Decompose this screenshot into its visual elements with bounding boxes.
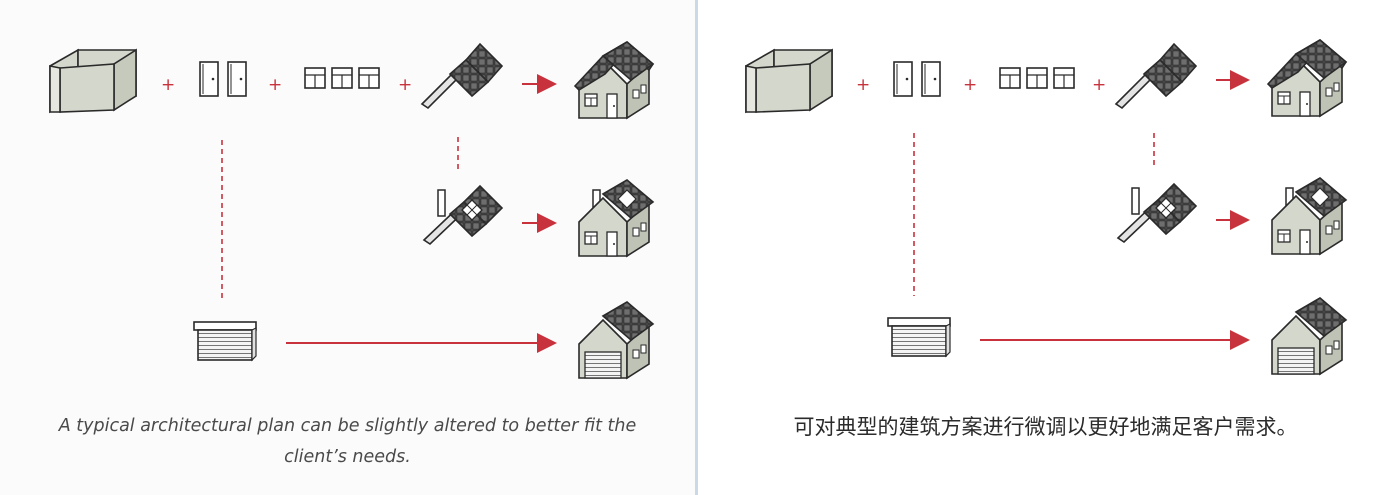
doors-icon (893, 61, 941, 97)
plus-sign: + (268, 75, 282, 95)
plus-sign: + (963, 75, 977, 95)
walls-icon (49, 49, 137, 113)
walls-icon (745, 49, 833, 113)
roof-icon (1115, 43, 1197, 109)
windows-icon (304, 67, 380, 89)
architectural-plan-diagram: + + + (745, 39, 1347, 375)
caption: 可对典型的建筑方案进行微调以更好地满足客户需求。 (793, 415, 1298, 439)
roof-icon (421, 43, 503, 109)
plus-sign: + (398, 75, 412, 95)
house-with-garage-icon (578, 301, 654, 379)
windows-icon (999, 67, 1075, 89)
house-with-chimney-icon (578, 179, 654, 257)
architectural-plan-diagram: + + + (49, 41, 654, 379)
house-with-chimney-icon (1271, 177, 1347, 255)
roof-with-chimney-skylight-icon (1117, 183, 1197, 243)
panel-divider (695, 0, 698, 495)
plus-sign: + (856, 75, 870, 95)
doors-icon (199, 61, 247, 97)
english-panel: + + + A typical architectural plan can b… (0, 0, 695, 495)
house-icon (574, 41, 654, 119)
house-icon (1267, 39, 1347, 117)
garage-door-icon (887, 317, 951, 357)
house-with-garage-icon (1271, 297, 1347, 375)
plus-sign: + (161, 75, 175, 95)
caption: A typical architectural plan can be slig… (58, 416, 637, 467)
roof-with-chimney-skylight-icon (423, 185, 503, 245)
garage-door-icon (193, 321, 257, 361)
plus-sign: + (1092, 75, 1106, 95)
chinese-panel: + + + 可对典型的建筑方案进行微调以更好地满足客户需求。 (698, 0, 1393, 495)
